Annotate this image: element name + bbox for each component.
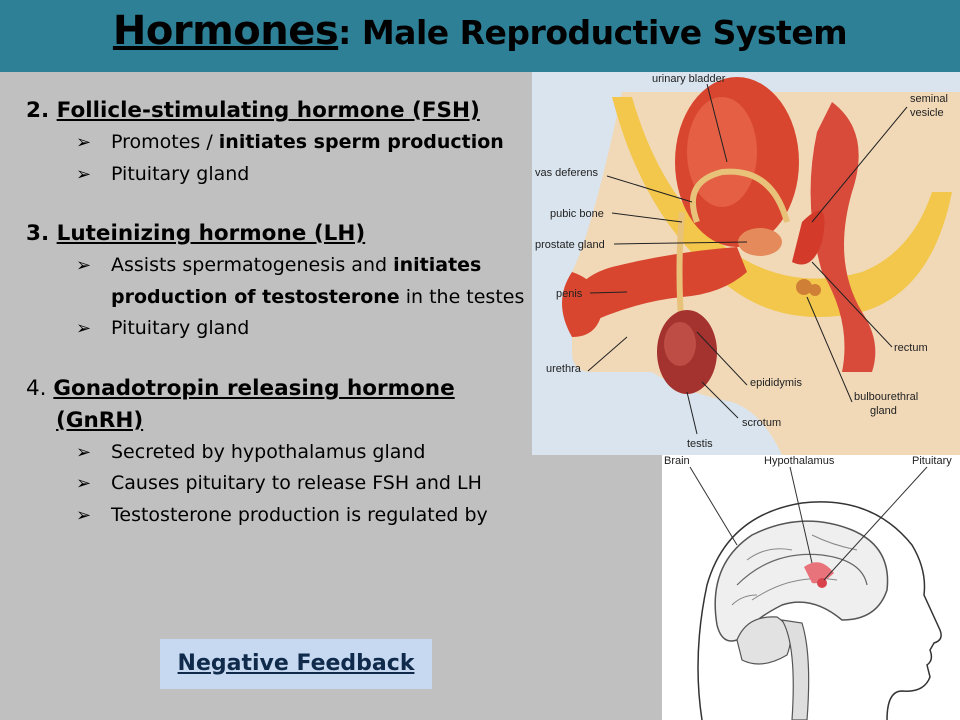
label-testis: testis (687, 438, 713, 450)
label-epididymis: epididymis (750, 377, 802, 389)
label-brain: Brain (664, 455, 690, 467)
label-pubic-bone: pubic bone (550, 208, 604, 220)
title-bar: Hormones: Male Reproductive System (0, 0, 960, 72)
list-item: ➢Pituitary gland (76, 313, 531, 345)
section-lh-heading: 3. Luteinizing hormone (LH) (26, 221, 366, 246)
list-item: ➢Testosterone production is regulated by (76, 500, 531, 532)
arrow-bullet-icon: ➢ (76, 441, 92, 463)
label-pituitary: Pituitary (912, 455, 952, 467)
list-item: ➢Causes pituitary to release FSH and LH (76, 468, 531, 500)
label-urinary-bladder: urinary bladder (652, 73, 726, 85)
list-item: ➢Pituitary gland (76, 159, 531, 191)
label-vas-deferens: vas deferens (535, 167, 598, 179)
label-scrotum: scrotum (742, 417, 781, 429)
title-hormones: Hormones (112, 8, 339, 54)
label-penis: penis (556, 288, 583, 300)
male-reproductive-anatomy-illustration: urinary bladder seminal vesicle vas defe… (532, 72, 960, 455)
label-prostate-gland: prostate gland (535, 239, 605, 251)
arrow-bullet-icon: ➢ (76, 163, 92, 185)
label-gland: gland (870, 405, 897, 417)
brain-diagram-illustration: Brain Hypothalamus Pituitary (662, 455, 960, 720)
negative-feedback-box: Negative Feedback (160, 639, 432, 689)
section-lh-bullets: ➢Assists spermatogenesis and initiates p… (26, 250, 531, 345)
label-seminal: seminal (910, 93, 948, 105)
section-gnrh-bullets: ➢Secreted by hypothalamus gland ➢Causes … (26, 437, 531, 532)
arrow-bullet-icon: ➢ (76, 255, 92, 276)
label-hypothalamus: Hypothalamus (764, 455, 835, 467)
arrow-bullet-icon: ➢ (76, 504, 92, 526)
content: 2. Follicle-stimulating hormone (FSH) ➢P… (26, 95, 531, 531)
page-title: Hormones: Male Reproductive System (0, 8, 960, 54)
list-item: ➢Promotes / initiates sperm production (76, 127, 531, 159)
arrow-bullet-icon: ➢ (76, 473, 92, 494)
list-item: ➢Secreted by hypothalamus gland (76, 437, 531, 469)
label-vesicle: vesicle (910, 107, 944, 119)
section-gnrh-heading: 4. Gonadotropin releasing hormone(GnRH) (26, 375, 455, 433)
label-rectum: rectum (894, 342, 928, 354)
label-urethra: urethra (546, 363, 582, 375)
title-rest: : Male Reproductive System (338, 13, 848, 52)
section-fsh-bullets: ➢Promotes / initiates sperm production ➢… (26, 127, 531, 190)
list-item: ➢Assists spermatogenesis and initiates p… (76, 250, 531, 313)
section-fsh-heading: 2. Follicle-stimulating hormone (FSH) (26, 98, 480, 123)
label-bulbourethral: bulbourethral (854, 391, 918, 403)
arrow-bullet-icon: ➢ (76, 132, 92, 153)
arrow-bullet-icon: ➢ (76, 318, 92, 339)
negative-feedback-label: Negative Feedback (177, 651, 415, 676)
